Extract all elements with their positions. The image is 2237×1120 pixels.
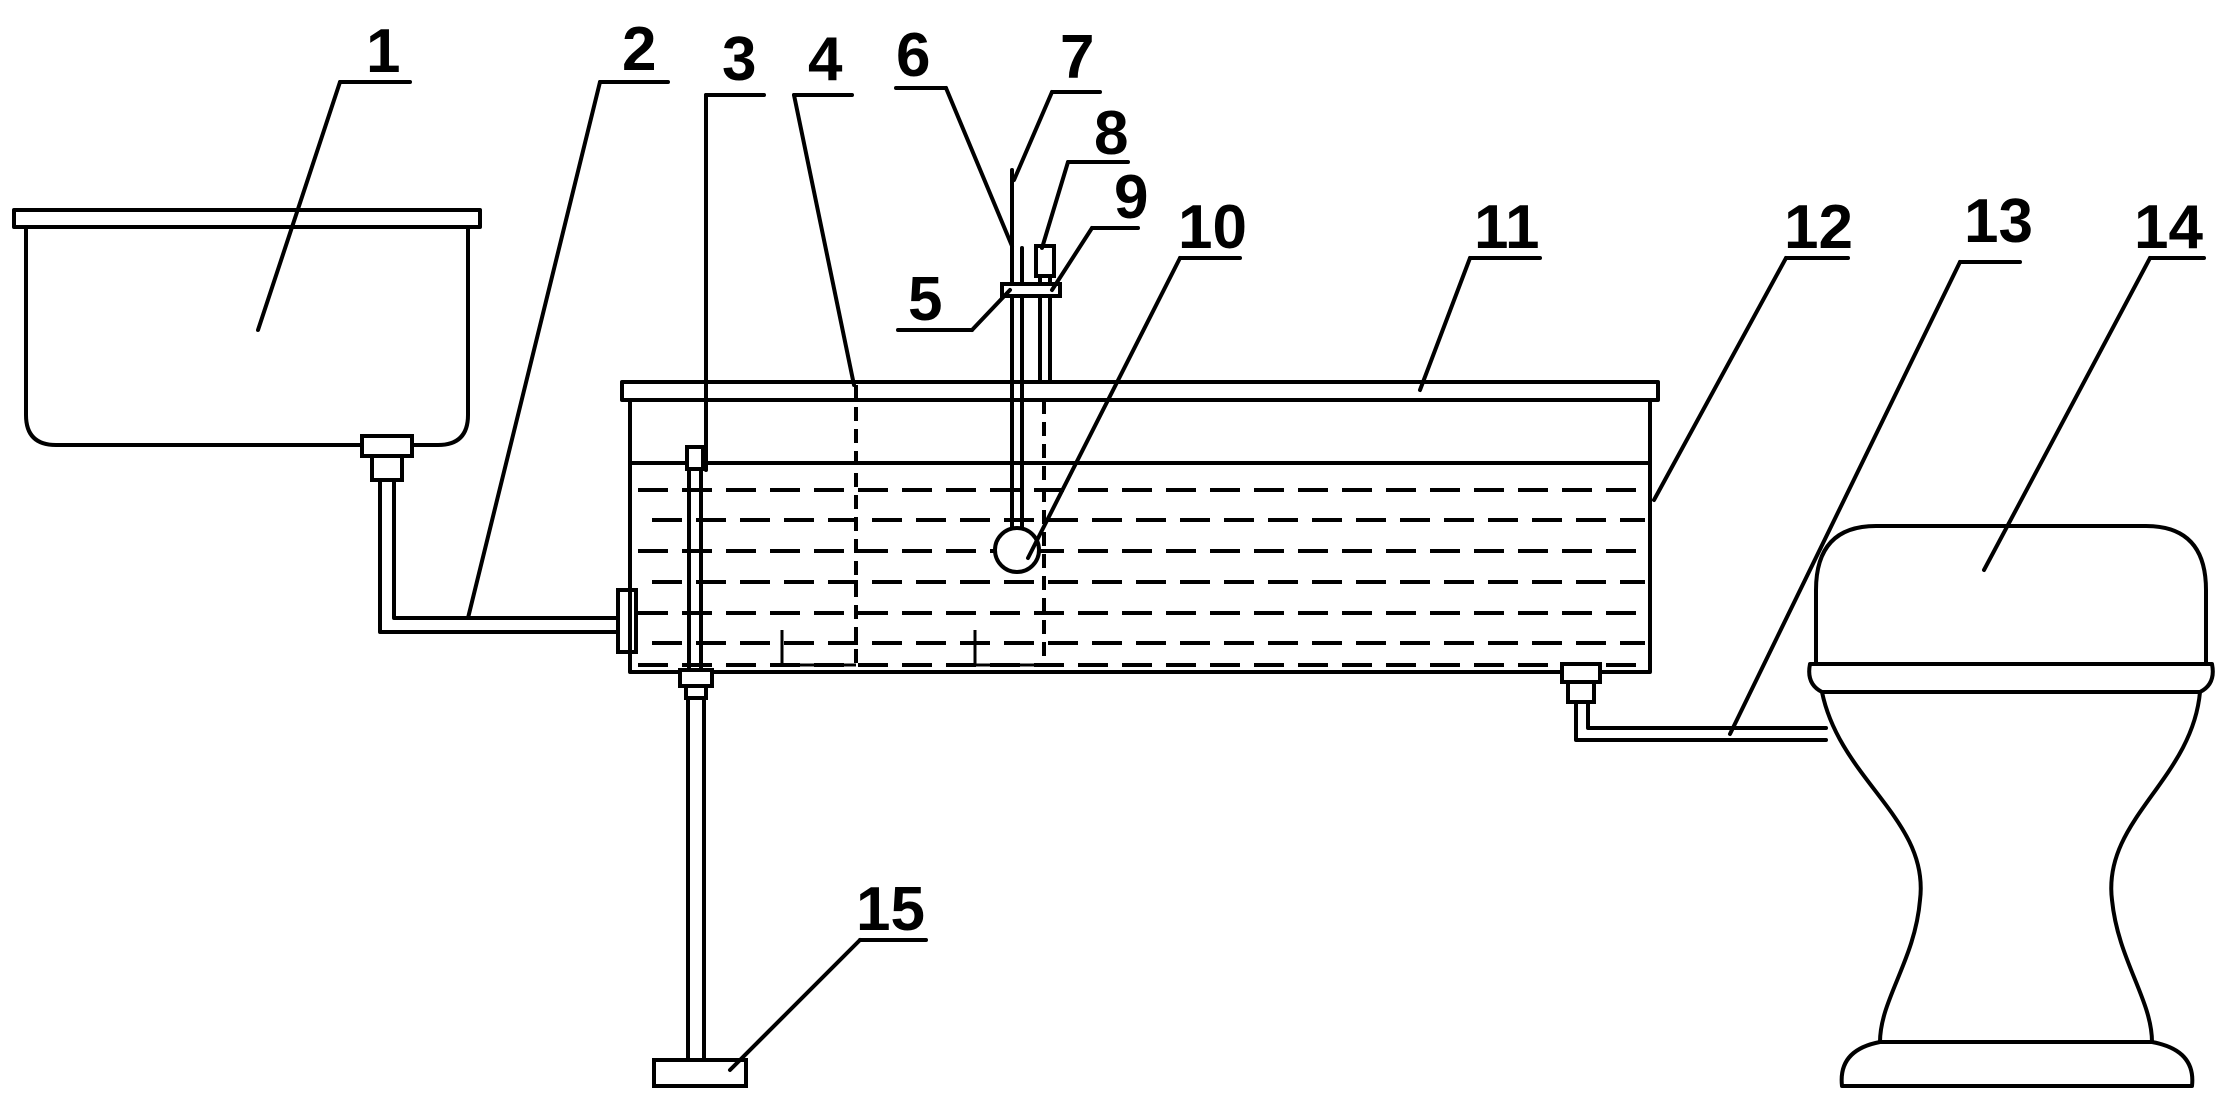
leader-lines bbox=[256, 80, 2206, 1072]
tank-partition bbox=[780, 385, 858, 667]
label-15: 15 bbox=[856, 875, 925, 944]
pump-riser-pipe bbox=[678, 445, 714, 1062]
tank-lid bbox=[620, 380, 1660, 402]
basin-drain-pipe bbox=[378, 478, 624, 634]
toilet bbox=[1807, 524, 2215, 1088]
wash-basin bbox=[12, 208, 482, 447]
storage-tank bbox=[620, 380, 1660, 674]
part-labels: 1 2 3 4 5 6 7 8 9 10 11 12 13 14 15 bbox=[366, 15, 2203, 944]
label-4: 4 bbox=[808, 25, 843, 94]
label-1: 1 bbox=[366, 17, 400, 86]
label-7: 7 bbox=[1060, 23, 1094, 92]
label-6: 6 bbox=[896, 21, 930, 90]
toilet-feed-pipe bbox=[1574, 700, 1828, 742]
float-ball bbox=[993, 526, 1041, 574]
tank-outlet-fitting bbox=[1560, 662, 1602, 704]
label-8: 8 bbox=[1094, 99, 1128, 168]
basin-drain-fitting bbox=[360, 434, 414, 482]
stored-water bbox=[638, 488, 1645, 667]
label-11: 11 bbox=[1474, 193, 1540, 262]
label-10: 10 bbox=[1178, 193, 1247, 262]
float-valve-assembly bbox=[973, 168, 1062, 667]
label-3: 3 bbox=[722, 25, 756, 94]
tank-inlet-fitting bbox=[616, 588, 638, 654]
label-13: 13 bbox=[1964, 187, 2033, 256]
label-2: 2 bbox=[622, 15, 656, 84]
label-14: 14 bbox=[2134, 193, 2203, 262]
label-5: 5 bbox=[908, 265, 942, 334]
label-12: 12 bbox=[1784, 193, 1853, 262]
label-9: 9 bbox=[1114, 163, 1148, 232]
foot-pedal bbox=[652, 1058, 748, 1088]
